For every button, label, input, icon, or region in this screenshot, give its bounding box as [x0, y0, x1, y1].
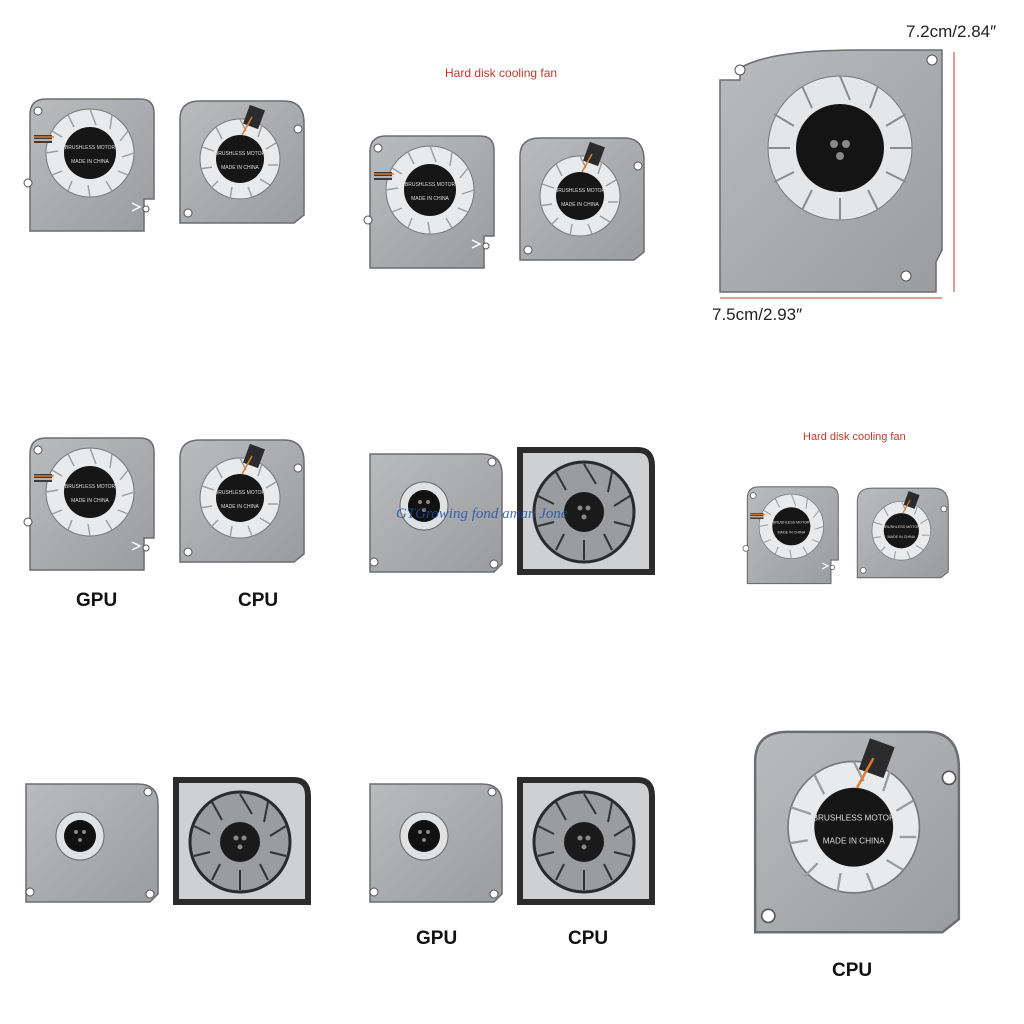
width-dimension-label: 7.5cm/2.93″ [712, 305, 803, 324]
hdd-fan-caption-top: Hard disk cooling fan [445, 66, 558, 80]
cpu-label-row2: CPU [238, 590, 279, 611]
cpu-label-row3: CPU [568, 928, 609, 949]
fan-photo-hdd-pair-2 [742, 486, 949, 585]
fan-photo-gpu-cpu-pair-1 [23, 98, 305, 232]
fan-photo-cpu-large [753, 730, 961, 934]
fan-photo-dimensioned [719, 49, 955, 299]
gpu-label-row3: GPU [416, 928, 458, 949]
fan-photo-gpu-cpu-back [369, 770, 662, 920]
gpu-label-row2: GPU [76, 590, 118, 611]
height-dimension-label: 7.2cm/2.84″ [906, 22, 997, 41]
fan-photo-hdd-pair-1 [363, 135, 645, 269]
watermark-text: GTGrowing fond aman Jone [396, 506, 568, 522]
fan-photo-gpu-cpu-pair-2 [23, 437, 305, 571]
fan-photo-back-and-open-2 [25, 770, 318, 920]
cpu-label-large: CPU [832, 960, 873, 981]
hdd-fan-caption-mid: Hard disk cooling fan [803, 431, 906, 443]
